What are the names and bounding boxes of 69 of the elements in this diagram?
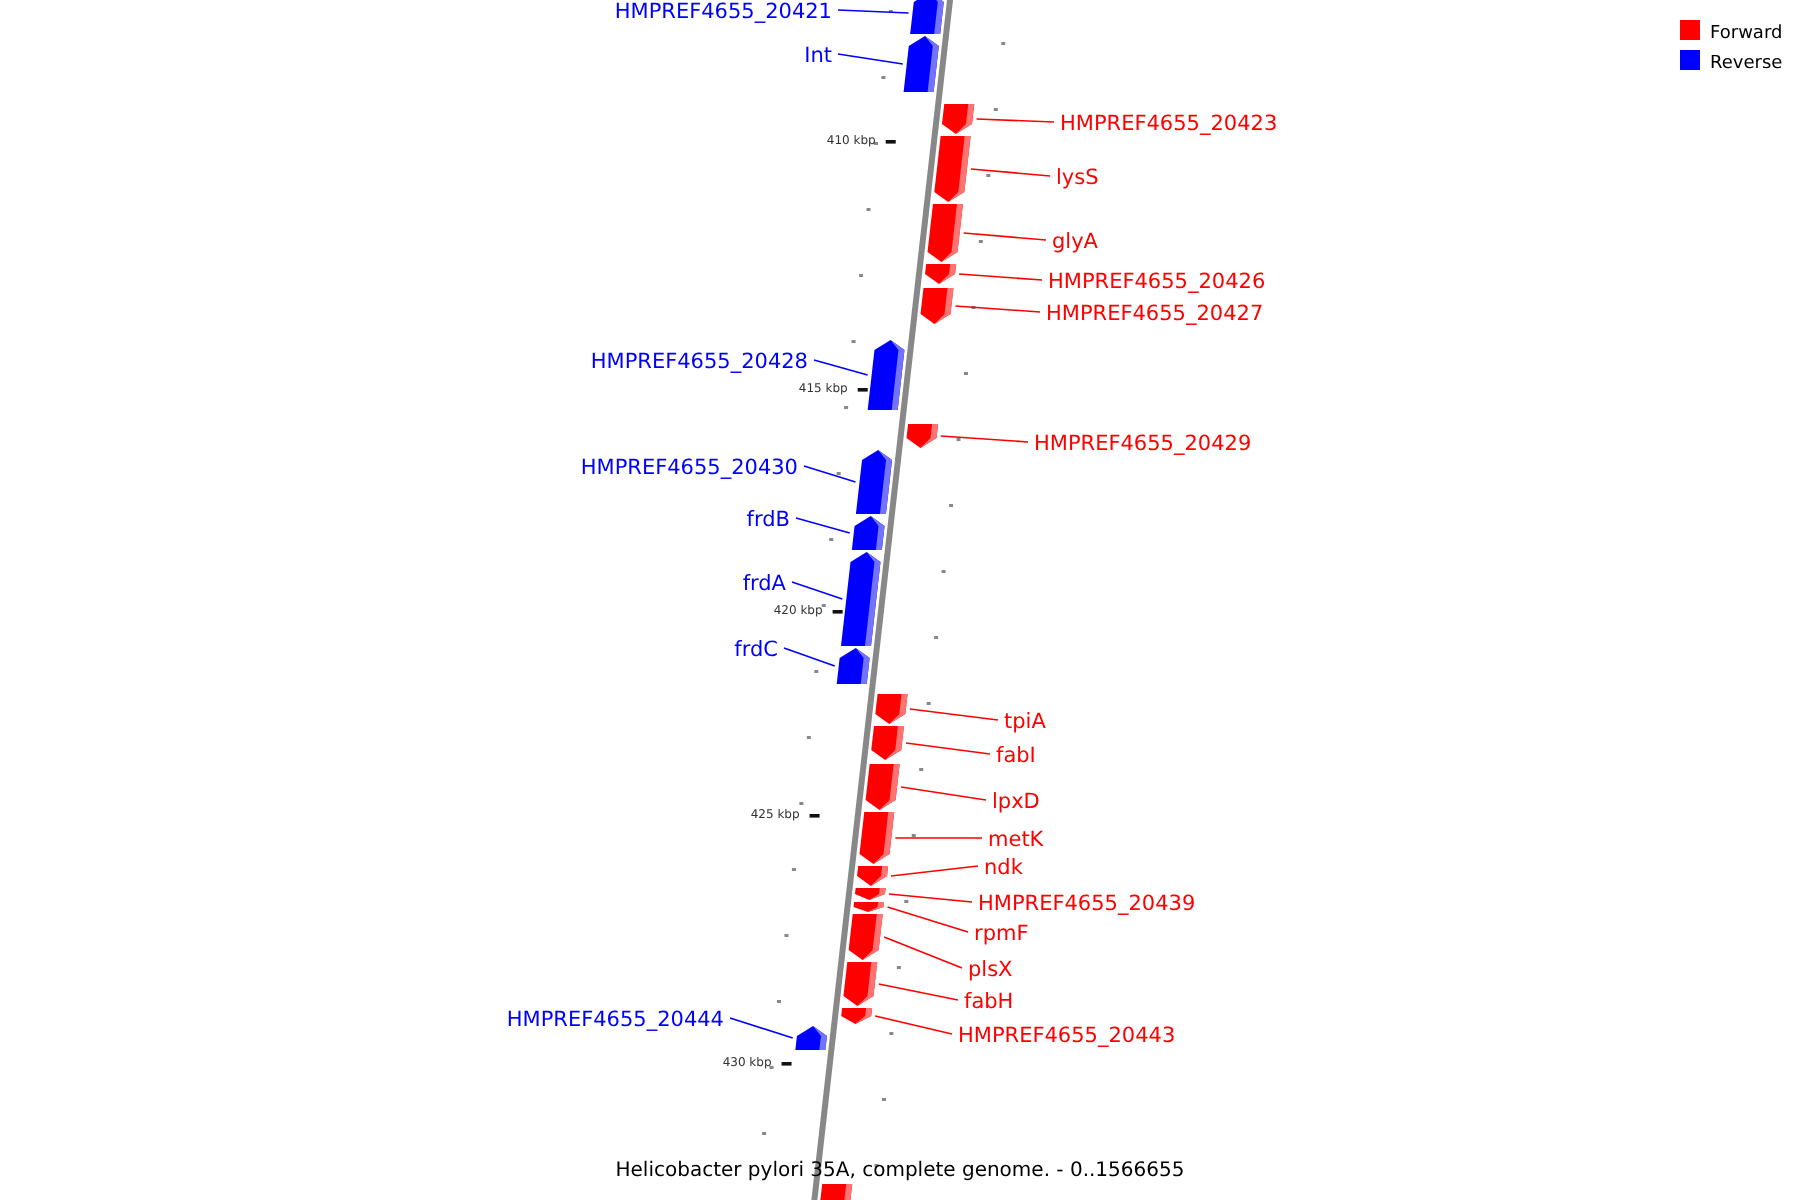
gene-label: frdB <box>746 508 790 532</box>
leader-line <box>975 118 1055 123</box>
gene-label: HMPREF4655_20444 <box>506 1008 724 1032</box>
gene-label: HMPREF4655_20430 <box>580 456 798 480</box>
leader-line <box>962 232 1047 241</box>
leader-line <box>886 906 969 933</box>
gene-label: lpxD <box>992 790 1040 814</box>
gene-label: ndk <box>984 856 1023 880</box>
reverse-gene-block <box>795 1026 827 1050</box>
gene-label: HMPREF4655_20426 <box>1048 270 1266 294</box>
reverse-gene-block <box>867 340 905 410</box>
forward-gene-block <box>857 866 889 886</box>
leader-line <box>803 465 857 483</box>
leader-line <box>970 168 1051 177</box>
forward-gene-block <box>820 1184 853 1200</box>
legend-label: Reverse <box>1710 54 1783 74</box>
forward-gene-block <box>925 264 957 284</box>
gene-label: HMPREF4655_20421 <box>614 0 832 24</box>
leader-line <box>890 865 979 877</box>
leader-line <box>883 936 963 969</box>
gene-label: HMPREF4655_20427 <box>1046 302 1264 326</box>
gene-label: glyA <box>1052 230 1098 254</box>
gene-label: lysS <box>1056 166 1099 190</box>
leader-line <box>894 837 983 839</box>
leader-line <box>958 273 1043 281</box>
leader-line <box>837 53 904 65</box>
gene-label: HMPREF4655_20423 <box>1060 112 1278 136</box>
forward-gene-block <box>865 764 900 810</box>
leader-line <box>905 742 991 755</box>
leader-line <box>791 581 844 600</box>
leader-line <box>909 708 999 721</box>
leader-line <box>813 359 869 376</box>
forward-gene-block <box>853 902 885 912</box>
gene-label: fabH <box>964 990 1014 1014</box>
gene-label: Int <box>804 44 832 68</box>
reverse-gene-block <box>910 0 944 34</box>
gene-label: frdC <box>734 638 778 662</box>
forward-gene-block <box>871 726 904 760</box>
leader-line <box>878 983 959 1001</box>
forward-gene-block <box>855 888 886 900</box>
reverse-gene-block <box>903 36 939 92</box>
gene-label: HMPREF4655_20429 <box>1034 432 1252 456</box>
legend-label: Forward <box>1710 24 1783 44</box>
leader-line <box>954 305 1041 313</box>
forward-gene-block <box>906 424 939 448</box>
gene-label: HMPREF4655_20428 <box>590 350 808 374</box>
gene-label: fabI <box>996 744 1036 768</box>
caption: Helicobacter pylori 35A, complete genome. - 0..1566655 <box>615 1160 1185 1182</box>
gene-label: frdA <box>742 572 786 596</box>
gene-label: HMPREF4655_20439 <box>978 892 1196 916</box>
leader-line <box>729 1017 794 1039</box>
gene-label: HMPREF4655_20443 <box>958 1024 1176 1048</box>
leader-line <box>795 517 851 534</box>
reverse-gene-block <box>851 516 885 550</box>
gene-label: tpiA <box>1004 710 1046 734</box>
forward-gene-block <box>920 288 954 324</box>
leader-line <box>837 9 910 14</box>
leader-line <box>900 786 987 801</box>
forward-gene-block <box>875 694 908 724</box>
leader-line <box>939 435 1029 443</box>
gene-label: metK <box>988 828 1044 852</box>
gene-label: rpmF <box>974 922 1029 946</box>
leader-line <box>874 1015 953 1035</box>
leader-line <box>783 647 836 667</box>
forward-gene-block <box>841 1008 873 1024</box>
leader-line <box>888 893 973 903</box>
forward-gene-block <box>942 104 975 134</box>
gene-label: plsX <box>968 958 1013 982</box>
reverse-gene-block <box>836 648 870 684</box>
